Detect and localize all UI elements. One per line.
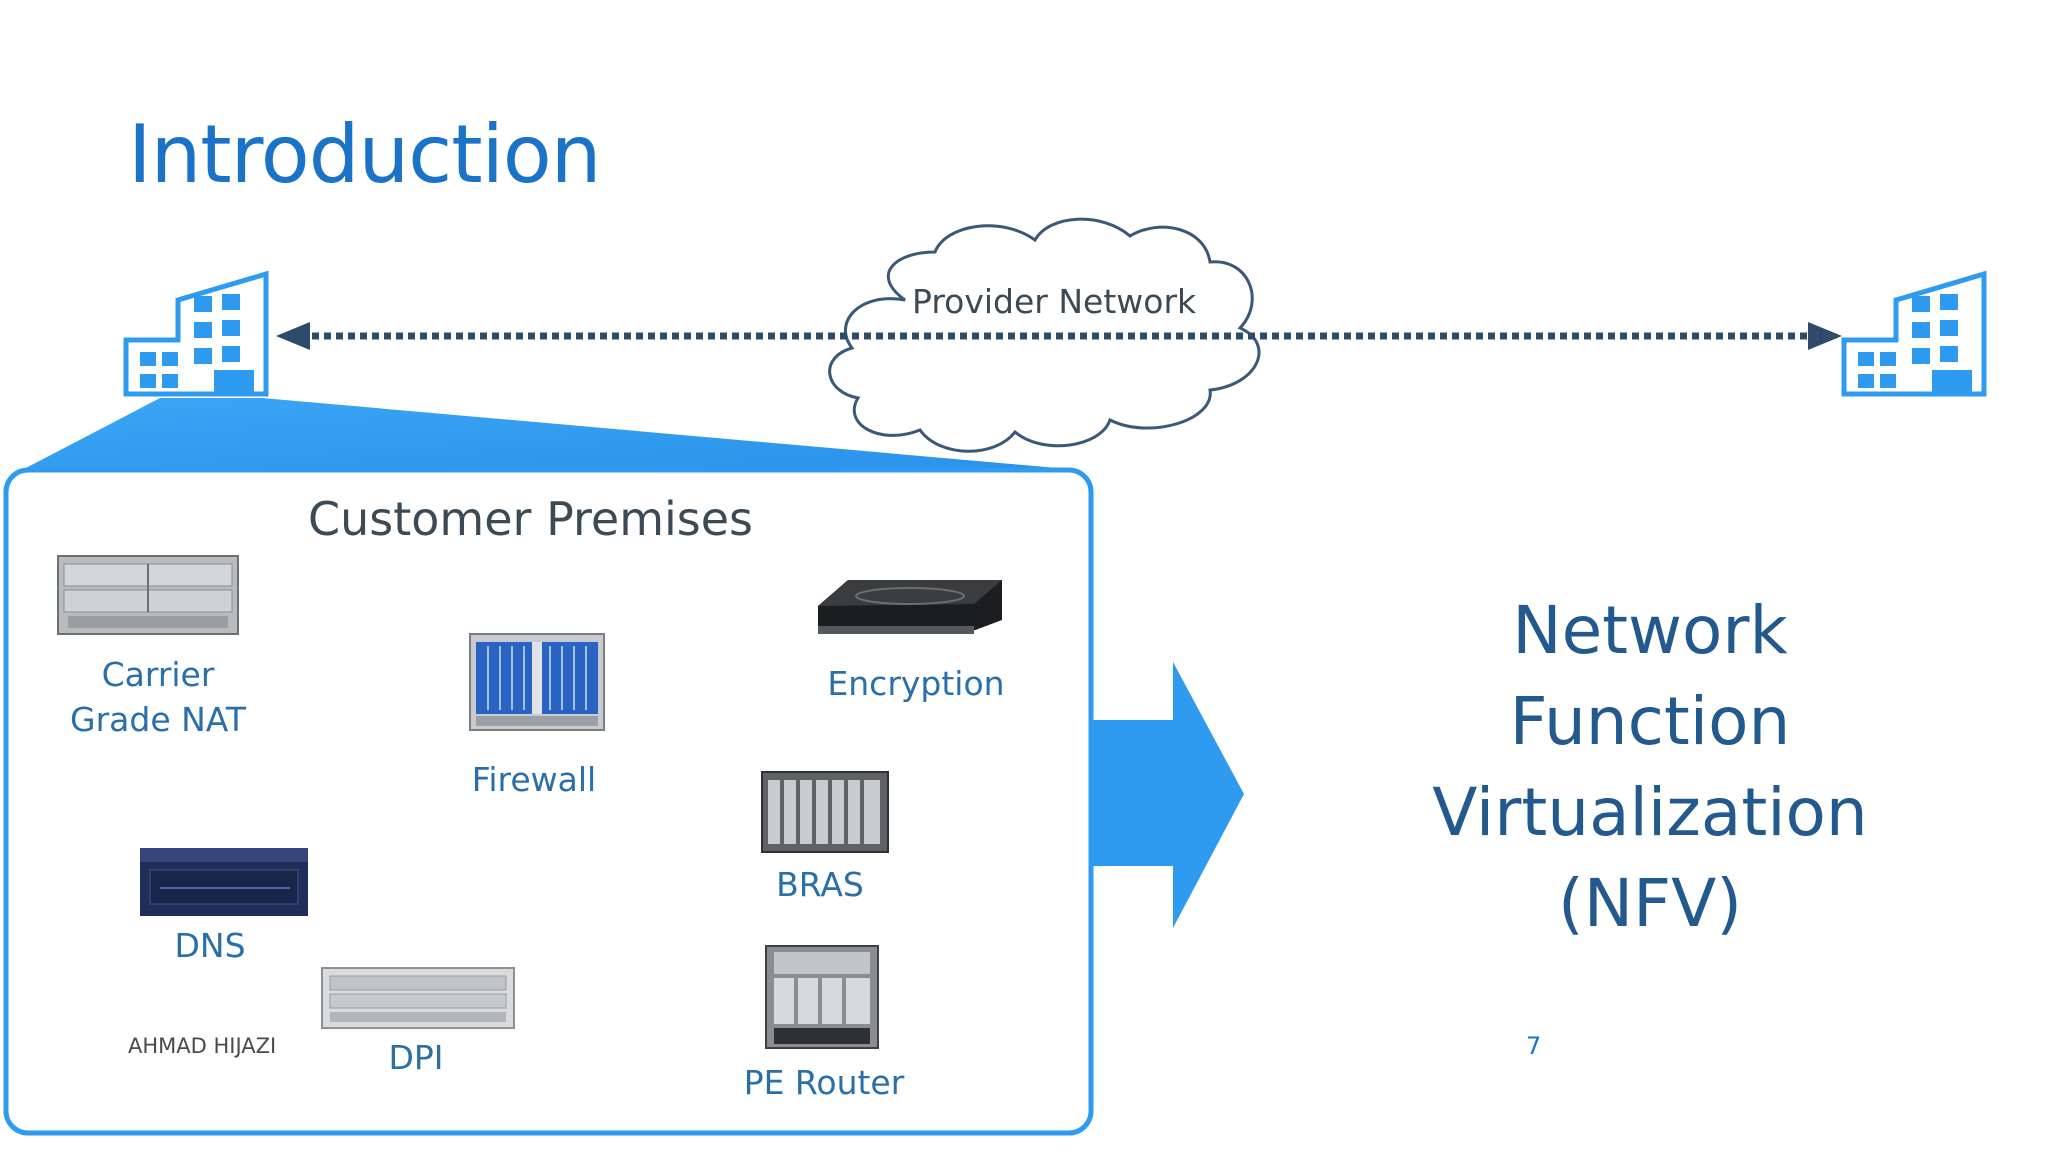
footer-author: AHMAD HIJAZI	[128, 1034, 277, 1058]
connector-arrowhead-right	[1808, 322, 1842, 350]
connector-arrowhead-left	[276, 322, 310, 350]
firewall-icon	[469, 633, 605, 731]
customer-premises-label: Customer Premises	[308, 492, 754, 546]
nfv-title-line: (NFV)	[1558, 865, 1742, 942]
device-label-pe-router: PE Router	[743, 1063, 905, 1102]
encryption-icon	[818, 580, 1002, 634]
device-label-carrier-grade-nat: Carrier Grade NAT	[58, 652, 258, 742]
dns-icon	[140, 848, 308, 916]
device-label-dpi: DPI	[388, 1038, 444, 1077]
device-label-bras: BRAS	[776, 865, 864, 904]
building-left-icon	[123, 270, 269, 397]
nfv-title-line: Virtualization	[1432, 774, 1868, 851]
nfv-title-line: Function	[1509, 683, 1791, 760]
device-label-line: Carrier	[101, 655, 215, 694]
dpi-icon	[321, 967, 515, 1029]
nfv-title-line: Network	[1512, 592, 1788, 669]
device-label-line: Grade NAT	[70, 700, 246, 739]
premises-fan	[22, 398, 1080, 470]
building-right-icon	[1841, 270, 1987, 397]
provider-network-label: Provider Network	[912, 282, 1197, 321]
device-label-encryption: Encryption	[827, 664, 1005, 703]
device-label-firewall: Firewall	[471, 760, 597, 799]
nfv-title: Network Function Virtualization (NFV)	[1370, 585, 1930, 949]
pe-router-icon	[765, 945, 879, 1049]
carrier-grade-nat-icon	[57, 555, 239, 635]
slide-title: Introduction	[128, 108, 601, 201]
bras-icon	[761, 771, 889, 853]
nfv-arrow	[1092, 662, 1244, 928]
device-label-dns: DNS	[174, 926, 246, 965]
page-number: 7	[1526, 1032, 1542, 1060]
